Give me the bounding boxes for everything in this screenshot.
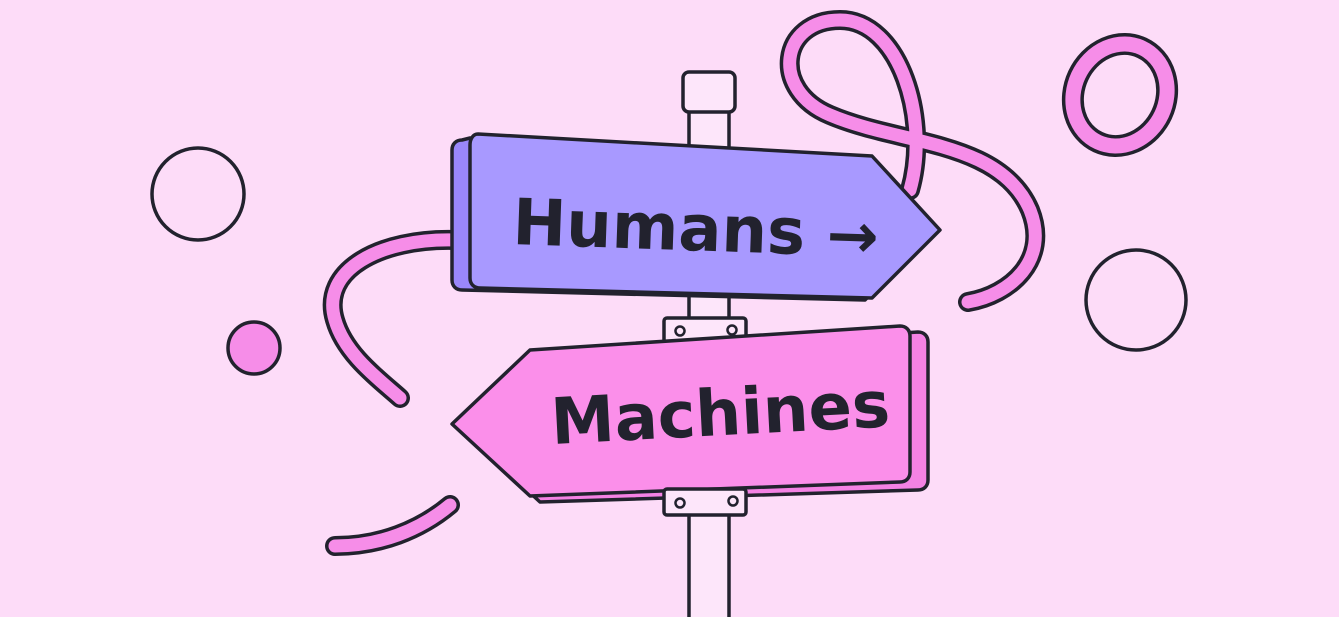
lower-bracket <box>662 487 748 517</box>
humans-sign: Humans → <box>450 132 942 302</box>
arrow-right-icon: → <box>825 198 879 273</box>
outline-circle-left <box>150 146 246 242</box>
ring-decoration <box>1061 33 1179 157</box>
ribbon-right <box>779 9 1046 312</box>
filled-dot <box>226 320 282 376</box>
outline-circle-right <box>1084 248 1188 352</box>
machines-sign: Machines <box>450 324 930 504</box>
humans-label: Humans <box>511 186 806 270</box>
machines-label: Machines <box>549 368 892 460</box>
ribbon-left <box>322 229 465 408</box>
ribbon-bottom-left <box>325 495 460 556</box>
